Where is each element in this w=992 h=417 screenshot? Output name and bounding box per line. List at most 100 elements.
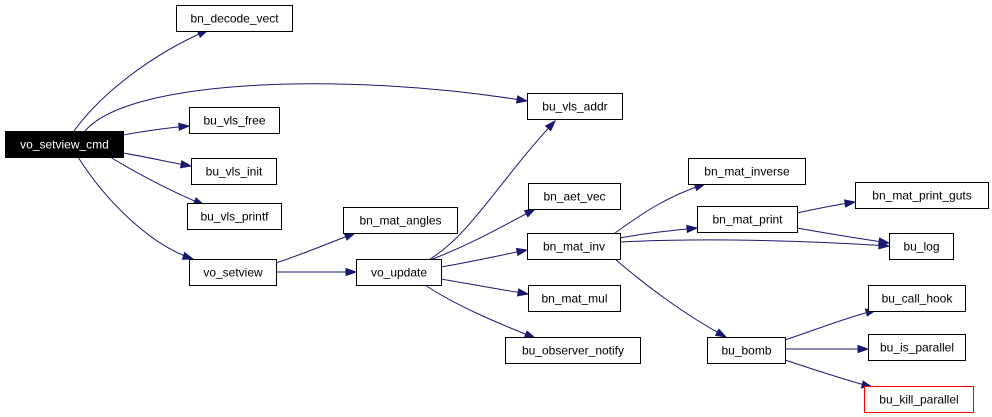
node-vo-setview[interactable]: vo_setview — [189, 259, 277, 286]
node-bn-mat-inverse[interactable]: bn_mat_inverse — [688, 158, 806, 185]
node-bu-bomb[interactable]: bu_bomb — [707, 337, 786, 364]
arrow-head — [523, 208, 537, 218]
arrow-head — [179, 160, 193, 169]
edge-line — [784, 309, 877, 341]
node-box — [189, 259, 277, 286]
arrow-head — [843, 199, 857, 208]
edge-vo-update-to-bu-vls-addr — [429, 119, 557, 260]
edge-vo-setview-cmd-to-vo-setview — [77, 156, 195, 260]
edge-line — [424, 284, 536, 339]
edge-line — [440, 278, 529, 295]
node-box — [356, 259, 442, 286]
arrow-head — [877, 237, 891, 246]
node-box — [187, 203, 282, 230]
node-box — [189, 107, 280, 134]
edge-bu-bomb-to-bu-is-parallel — [785, 344, 870, 354]
edge-vo-setview-to-bn-mat-angles — [275, 232, 357, 264]
node-bu-vls-free[interactable]: bu_vls_free — [189, 107, 280, 134]
node-bn-mat-angles[interactable]: bn_mat_angles — [343, 207, 458, 234]
node-box — [528, 183, 621, 210]
node-box — [868, 285, 966, 312]
node-box — [868, 334, 966, 361]
edge-line — [784, 359, 873, 388]
node-bu-call-hook[interactable]: bu_call_hook — [868, 285, 966, 312]
node-bu-vls-addr[interactable]: bu_vls_addr — [527, 93, 623, 120]
node-bn-mat-print[interactable]: bn_mat_print — [697, 206, 798, 233]
edge-line — [440, 249, 528, 268]
edge-bn-mat-inv-to-bn-mat-inverse — [614, 183, 707, 234]
node-label: bu_bomb — [721, 344, 771, 358]
node-bn-aet-vec[interactable]: bn_aet_vec — [528, 183, 621, 210]
edge-bn-mat-inv-to-bn-mat-print — [619, 224, 699, 239]
edge-vo-update-to-bn-mat-inv — [440, 247, 529, 268]
node-box — [707, 337, 786, 364]
edge-line — [77, 156, 194, 260]
node-label: vo_update — [371, 266, 427, 280]
node-box — [505, 337, 641, 364]
node-label: bn_mat_inverse — [704, 165, 790, 179]
arrow-head — [686, 224, 699, 234]
nodes-layer: vo_setview_cmd bn_decode_vect bu_vls_addrb… — [5, 5, 989, 413]
edge-line — [619, 227, 698, 239]
node-bu-observer-notify[interactable]: bu_observer_notify — [505, 337, 641, 364]
arrow-head — [857, 344, 870, 354]
node-label: bu_vls_addr — [542, 100, 607, 114]
node-bu-vls-init[interactable]: bu_vls_init — [191, 158, 277, 185]
node-label: bu_vls_free — [203, 114, 265, 128]
edge-vo-setview-cmd-to-bu-vls-init — [122, 152, 193, 169]
edge-line — [429, 208, 536, 261]
node-label: bn_mat_inv — [543, 240, 605, 254]
edge-vo-setview-cmd-to-bu-vls-printf — [109, 156, 206, 206]
node-label: bn_aet_vec — [543, 190, 605, 204]
node-vo-setview-cmd[interactable]: vo_setview_cmd — [5, 131, 124, 158]
edge-vo-setview-cmd-to-bn-decode-vect — [73, 29, 210, 132]
node-box — [855, 182, 989, 209]
edge-line — [73, 29, 209, 132]
edge-vo-setview-to-vo-update — [276, 267, 358, 277]
node-label: bu_vls_printf — [200, 210, 269, 224]
edge-line — [84, 83, 528, 132]
arrow-head — [345, 267, 358, 277]
arrow-head — [516, 288, 530, 297]
edge-line — [429, 120, 556, 260]
edge-vo-update-to-bn-aet-vec — [429, 208, 537, 261]
edge-line — [614, 183, 706, 234]
node-box — [697, 206, 798, 233]
node-vo-update[interactable]: vo_update — [356, 259, 442, 286]
edge-vo-update-to-bn-mat-mul — [440, 278, 530, 297]
arrow-head — [178, 122, 191, 132]
arrow-head — [544, 119, 557, 132]
edge-line — [109, 156, 205, 206]
node-label: bu_is_parallel — [880, 341, 954, 355]
arrow-head — [181, 251, 195, 260]
edge-bn-mat-inv-to-bu-log — [619, 239, 891, 250]
node-bn-mat-mul[interactable]: bn_mat_mul — [528, 285, 621, 312]
node-box — [864, 386, 974, 413]
node-label: vo_setview_cmd — [20, 138, 109, 152]
node-bu-kill-parallel[interactable]: bu_kill_parallel — [864, 386, 974, 413]
node-label: bu_log — [903, 240, 939, 254]
node-label: bn_mat_print_guts — [872, 189, 971, 203]
arrow-head — [714, 328, 728, 338]
node-bn-mat-inv[interactable]: bn_mat_inv — [527, 233, 621, 260]
node-bu-log[interactable]: bu_log — [889, 233, 954, 260]
node-bn-mat-print-guts[interactable]: bn_mat_print_guts — [855, 182, 989, 209]
node-box — [191, 158, 277, 185]
node-bn-decode-vect[interactable]: bn_decode_vect — [176, 5, 293, 32]
node-box — [527, 233, 621, 260]
edge-line — [275, 232, 356, 264]
node-label: bn_mat_print — [712, 213, 783, 227]
node-label: bu_observer_notify — [522, 344, 624, 358]
node-box — [343, 207, 458, 234]
node-box — [5, 131, 124, 158]
node-bu-vls-printf[interactable]: bu_vls_printf — [187, 203, 282, 230]
arrow-head — [523, 330, 537, 339]
edge-bu-bomb-to-bu-kill-parallel — [784, 359, 874, 389]
edge-line — [619, 239, 890, 247]
node-label: bn_mat_angles — [359, 214, 441, 228]
node-bu-is-parallel[interactable]: bu_is_parallel — [868, 334, 966, 361]
node-label: vo_setview — [203, 266, 263, 280]
node-box — [528, 285, 621, 312]
arrow-head — [515, 95, 529, 104]
